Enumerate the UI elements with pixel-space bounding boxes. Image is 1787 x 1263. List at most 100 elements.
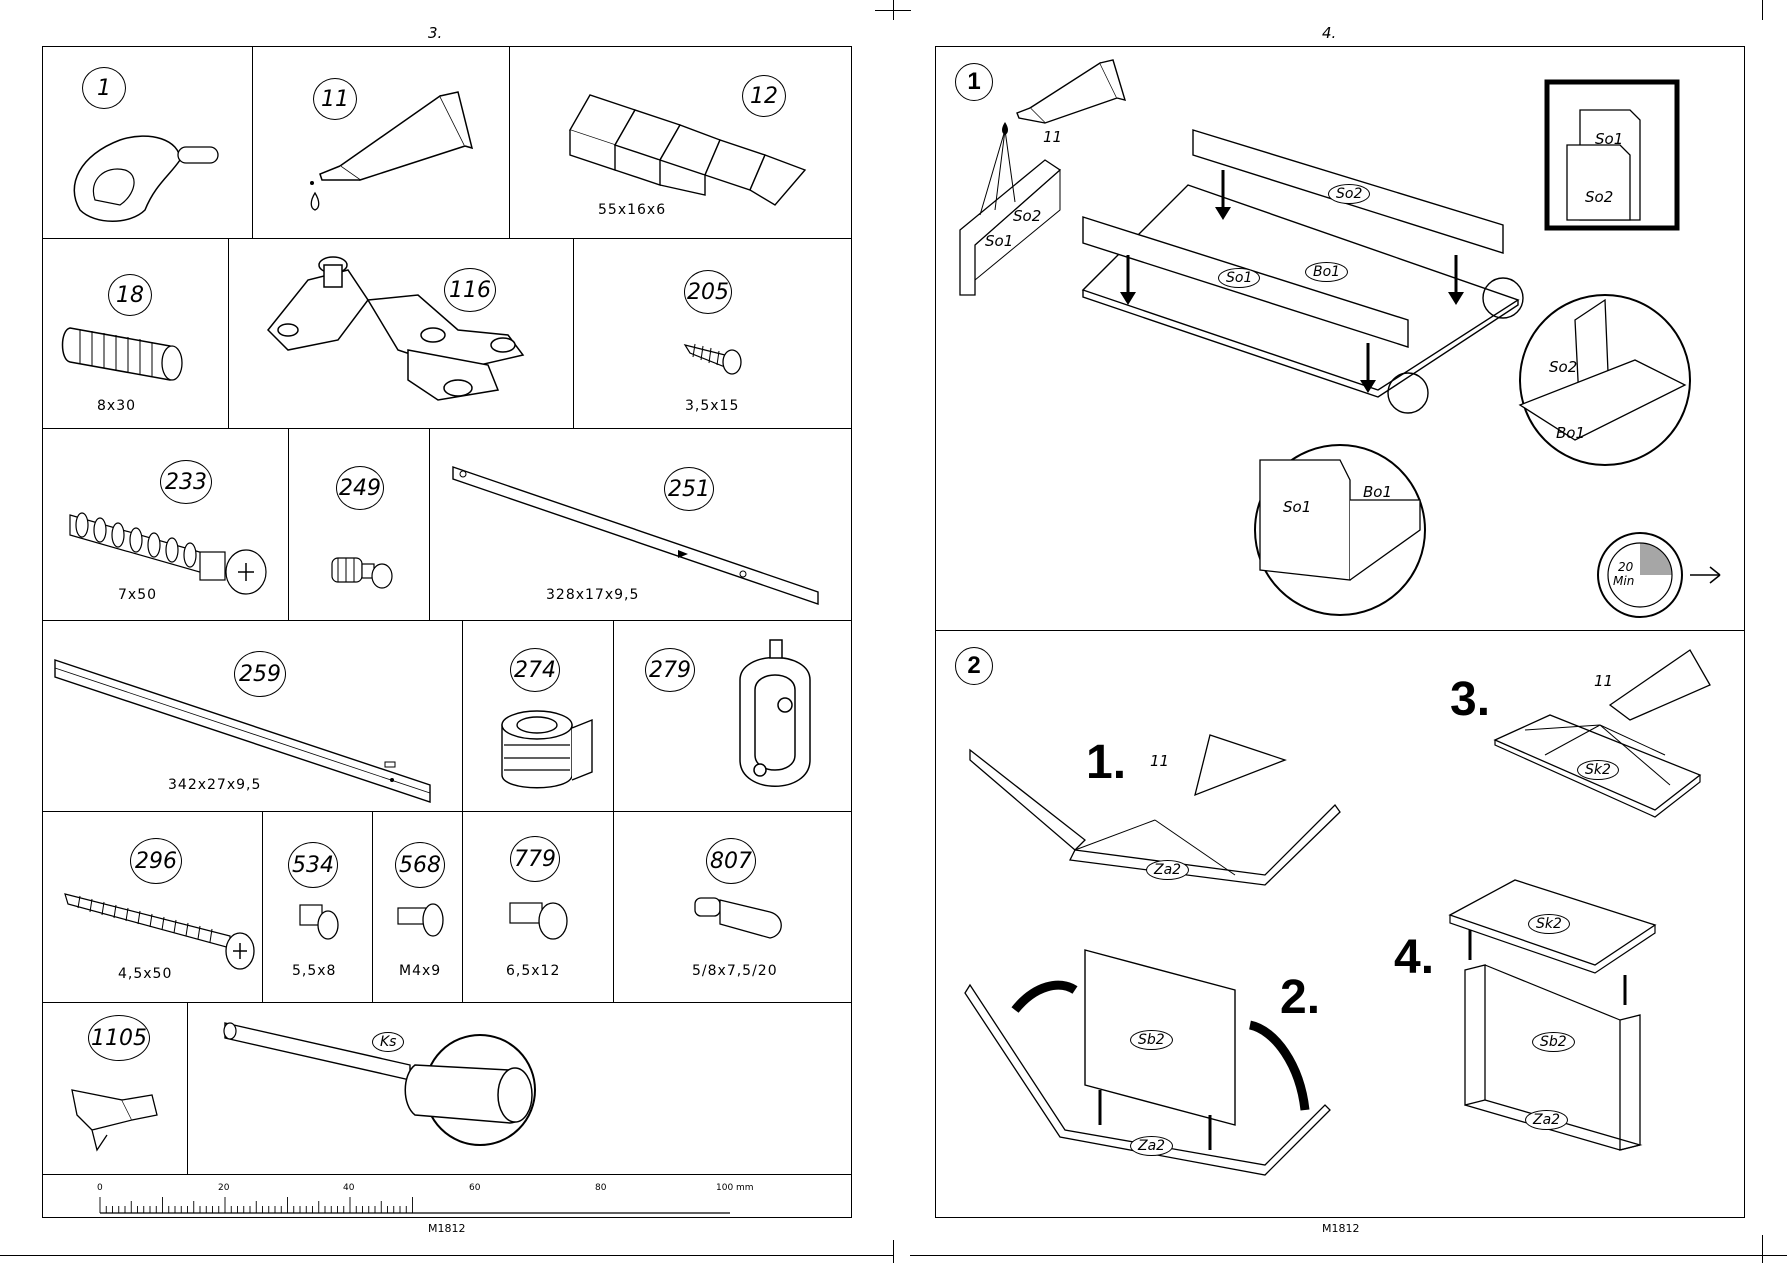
step-2-badge: 2 <box>955 647 993 685</box>
row-divider <box>42 1174 852 1175</box>
row-divider <box>42 428 852 429</box>
col-divider <box>462 811 463 1002</box>
part-dimension-296: 4,5x50 <box>118 966 173 982</box>
left-footer-code: M1812 <box>428 1222 466 1235</box>
part-number-18: 18 <box>108 274 152 316</box>
part-number-1105: 1105 <box>88 1015 150 1061</box>
col-divider <box>573 238 574 428</box>
inset-label-so2: So2 <box>1585 188 1614 206</box>
substep-1-number: 1. <box>1086 736 1127 789</box>
step-1-badge: 1 <box>955 63 993 101</box>
bolt-249-illustration <box>331 557 393 589</box>
label-sb2-a: Sb2 <box>1130 1030 1173 1050</box>
screw-779-illustration <box>509 902 568 940</box>
part-number-116: 116 <box>444 268 496 312</box>
hanger-illustration <box>71 1089 158 1152</box>
timer-icon <box>1597 532 1721 618</box>
screw-534-illustration <box>299 904 339 940</box>
side-panel-glue-illustration <box>959 122 1062 296</box>
col-divider <box>429 428 430 620</box>
col-divider <box>252 46 253 238</box>
page-bottom-rule <box>910 1255 1787 1256</box>
bottom-board-assembly <box>1081 129 1524 414</box>
detail-circle-so1 <box>1254 444 1426 616</box>
col-divider <box>613 620 614 811</box>
detail-label-so2: So2 <box>1549 358 1578 376</box>
part-number-534: 534 <box>288 842 338 888</box>
col-divider <box>509 46 510 238</box>
crop-mark <box>875 10 911 11</box>
ruler-label-80: 80 <box>595 1183 607 1193</box>
tool-label-ks: Ks <box>372 1032 405 1052</box>
col-divider <box>288 428 289 620</box>
part-dimension-251: 328x17x9,5 <box>546 587 640 603</box>
part-number-249: 249 <box>336 466 384 510</box>
right-page-number: 4. <box>1322 24 1337 42</box>
step-divider <box>935 630 1745 631</box>
part-dimension-779: 6,5x12 <box>506 963 561 979</box>
part-number-274: 274 <box>510 648 560 692</box>
cam-housing-illustration <box>501 710 593 789</box>
ruler-label-20: 20 <box>218 1183 230 1193</box>
part-dimension-259: 342x27x9,5 <box>168 777 262 793</box>
frame-glue-illustration <box>969 734 1341 886</box>
parts-table <box>42 46 852 1218</box>
rail-251-illustration <box>452 466 819 605</box>
part-number-779: 779 <box>510 836 560 882</box>
label-za2-a: Za2 <box>1146 860 1190 880</box>
inset-box-illustration <box>1544 79 1680 231</box>
part-dimension-12: 55x16x6 <box>598 202 667 218</box>
side-label-so2: So2 <box>1013 207 1042 225</box>
board-label-so1: So1 <box>1218 268 1261 288</box>
cam-lock-illustration <box>73 135 219 222</box>
label-za2-c: Za2 <box>1525 1110 1569 1130</box>
col-divider <box>228 238 229 428</box>
glue-tube-illustration <box>310 91 474 211</box>
detail-label-bo1-b: Bo1 <box>1363 483 1393 501</box>
part-dimension-534: 5,5x8 <box>292 963 337 979</box>
col-divider <box>613 811 614 1002</box>
allen-key-illustration <box>223 1022 536 1146</box>
part-number-279: 279 <box>645 648 695 692</box>
ruler-label-60: 60 <box>469 1183 481 1193</box>
hinge-illustration <box>266 256 525 401</box>
part-number-807: 807 <box>706 838 756 884</box>
part-dimension-18: 8x30 <box>97 398 137 414</box>
part-number-1: 1 <box>82 67 126 109</box>
connector-bolt-illustration <box>69 512 267 595</box>
inset-label-so1: So1 <box>1595 130 1624 148</box>
right-footer-code: M1812 <box>1322 1222 1360 1235</box>
part-number-11: 11 <box>313 78 357 120</box>
timer-unit: Min <box>1613 574 1635 588</box>
ruler-label-40: 40 <box>343 1183 355 1193</box>
label-sb2-b: Sb2 <box>1532 1032 1575 1052</box>
part-number-251: 251 <box>664 467 714 511</box>
ruler-label-100: 100 mm <box>716 1183 754 1193</box>
row-divider <box>42 620 852 621</box>
substep-3-number: 3. <box>1450 673 1491 726</box>
part-number-296: 296 <box>130 838 182 884</box>
crop-mark <box>893 1240 894 1263</box>
glue-label-substep-1: 11 <box>1150 752 1170 770</box>
wedge-spacers-illustration <box>568 94 807 206</box>
part-number-259: 259 <box>234 651 286 697</box>
substep-4-number: 4. <box>1394 931 1435 984</box>
part-dimension-807: 5/8x7,5/20 <box>692 963 778 979</box>
timer-value: 20 <box>1618 560 1634 574</box>
col-divider <box>262 811 263 1002</box>
instruction-frame <box>935 46 1745 1218</box>
crop-mark <box>1762 0 1763 20</box>
substep-2-number: 2. <box>1280 971 1321 1024</box>
part-dimension-233: 7x50 <box>118 587 158 603</box>
label-sk2-a: Sk2 <box>1577 760 1619 780</box>
col-divider <box>187 1002 188 1174</box>
row-divider <box>42 1002 852 1003</box>
measuring-ruler <box>99 1197 730 1214</box>
ruler-label-0: 0 <box>97 1183 103 1193</box>
screw-296-illustration <box>64 893 255 970</box>
rail-259-illustration <box>54 659 431 803</box>
col-divider <box>372 811 373 1002</box>
glue-label-substep-3: 11 <box>1594 672 1614 690</box>
glue-label: 11 <box>1043 128 1063 146</box>
top-panel-glue-illustration <box>1493 649 1711 818</box>
